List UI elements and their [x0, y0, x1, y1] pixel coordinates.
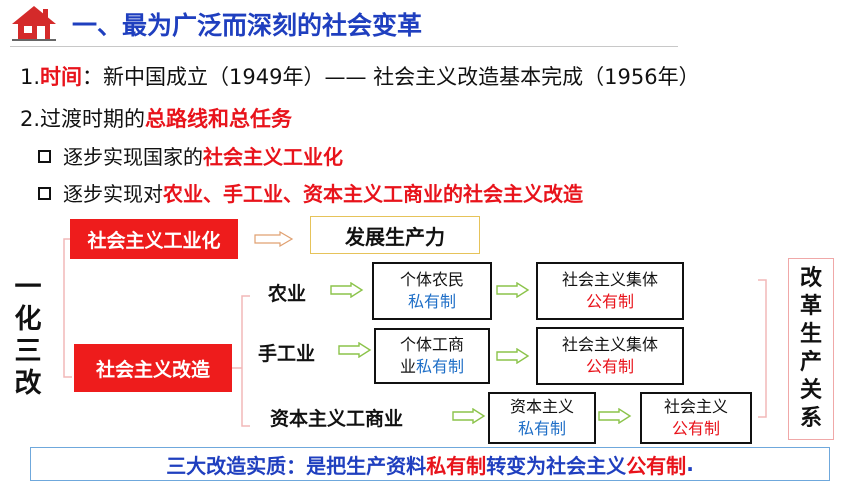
bullet-highlight: 社会主义工业化 — [203, 145, 343, 169]
box-top-text: 社会主义 — [663, 397, 728, 416]
private-ownership-box: 资本主义 私有制 — [488, 392, 596, 444]
public-ownership-box: 社会主义 公有制 — [640, 392, 752, 444]
period-label: 时间 — [40, 65, 83, 89]
box-bottom-text: 私有制 — [416, 357, 465, 376]
transformation-box: 社会主义改造 — [74, 344, 232, 392]
period-text: 新中国成立（1949年）—— 社会主义改造基本完成（1956年） — [103, 65, 700, 89]
box-bottom-text: 私有制 — [407, 292, 456, 311]
bullet-transformation: 逐步实现对农业、手工业、资本主义工商业的社会主义改造 — [38, 178, 583, 207]
title-divider — [10, 46, 678, 47]
bullet-highlight: 农业、手工业、资本主义工商业的社会主义改造 — [163, 182, 583, 206]
line1-number: 1. — [20, 65, 41, 89]
box-top-text: 资本主义 — [509, 397, 574, 416]
industrialization-box: 社会主义工业化 — [70, 219, 238, 259]
checkbox-icon — [38, 187, 51, 200]
period-line: 1.时间：新中国成立（1949年）—— 社会主义改造基本完成（1956年） — [20, 61, 700, 91]
summary-prefix: 三大改造实质：是把生产资料 — [166, 453, 427, 478]
box-top-text: 社会主义集体 — [561, 335, 658, 354]
box-top-text: 个体工商 — [399, 335, 464, 354]
right-vertical-label: 改革生产关系 — [788, 258, 834, 440]
box-bottom-text: 公有制 — [671, 419, 720, 438]
productivity-box: 发展生产力 — [310, 216, 480, 254]
private-ownership-box: 个体工商 业私有制 — [374, 328, 490, 384]
summary-public: 公有制 — [626, 453, 687, 478]
right-arrow-icon — [598, 408, 632, 424]
public-ownership-box: 社会主义集体 公有制 — [536, 327, 684, 385]
right-arrow-icon — [496, 348, 530, 364]
bullet-prefix: 逐步实现对 — [63, 182, 163, 206]
box-top-text: 个体农民 — [399, 270, 464, 289]
page-title: 一、最为广泛而深刻的社会变革 — [72, 11, 423, 40]
sector-agriculture: 农业 — [268, 283, 307, 305]
box-prefix-text: 业 — [399, 357, 416, 376]
right-arrow-icon — [254, 231, 294, 247]
line2-highlight: 总路线和总任务 — [145, 107, 293, 131]
right-arrow-icon — [338, 342, 372, 358]
box-bottom-text: 公有制 — [585, 292, 634, 311]
public-ownership-box: 社会主义集体 公有制 — [536, 262, 684, 320]
left-vertical-label: 一化三改 — [14, 272, 42, 399]
right-arrow-icon — [496, 282, 530, 298]
line2-prefix: 2.过渡时期的 — [20, 107, 146, 131]
right-arrow-icon — [452, 408, 486, 424]
summary-end: . — [686, 452, 694, 476]
right-vertical-text: 改革生产关系 — [800, 266, 823, 431]
summary-private: 私有制 — [426, 453, 487, 478]
bullet-industrialization: 逐步实现国家的社会主义工业化 — [38, 141, 343, 170]
sector-handicraft: 手工业 — [258, 343, 316, 365]
summary-box: 三大改造实质：是把生产资料私有制转变为社会主义公有制. — [30, 447, 830, 481]
general-line-heading: 2.过渡时期的总路线和总任务 — [20, 103, 292, 133]
right-arrow-icon — [330, 282, 364, 298]
box-top-text: 社会主义集体 — [561, 270, 658, 289]
house-icon — [10, 4, 58, 42]
box-bottom-text: 公有制 — [585, 357, 634, 376]
line1-colon: ： — [82, 65, 104, 89]
checkbox-icon — [38, 150, 51, 163]
bullet-prefix: 逐步实现国家的 — [63, 145, 203, 169]
private-ownership-box: 个体农民 私有制 — [372, 262, 492, 320]
box-bottom-text: 私有制 — [517, 419, 566, 438]
summary-mid: 转变为社会主义 — [486, 453, 627, 478]
sector-capitalist-commerce: 资本主义工商业 — [270, 408, 404, 430]
